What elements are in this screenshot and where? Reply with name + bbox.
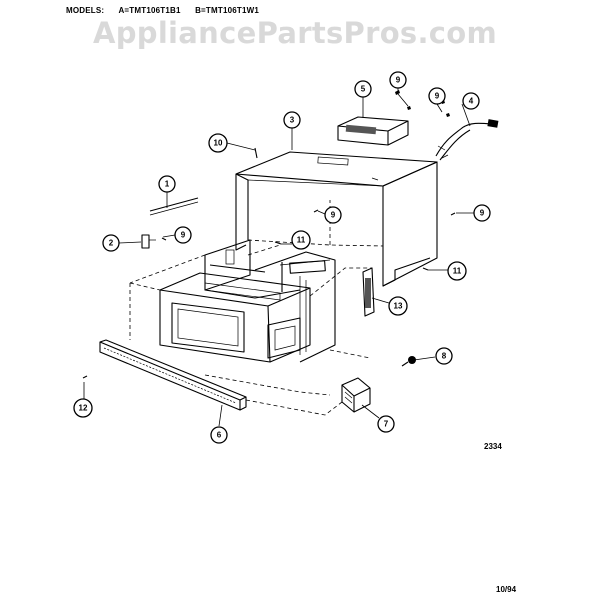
front-grille xyxy=(99,339,247,411)
svg-text:13: 13 xyxy=(394,302,403,311)
rod xyxy=(149,197,199,216)
callout-13: 13 xyxy=(388,296,408,316)
svg-text:10: 10 xyxy=(214,139,223,148)
svg-text:9: 9 xyxy=(396,76,401,85)
svg-text:3: 3 xyxy=(290,116,295,125)
svg-text:2: 2 xyxy=(109,239,114,248)
callout-5: 5 xyxy=(354,80,372,98)
svg-text:11: 11 xyxy=(453,267,462,276)
models-label: MODELS: xyxy=(66,6,105,15)
watermark: AppliancePartsPros.com xyxy=(92,16,498,50)
svg-text:6: 6 xyxy=(217,431,222,440)
callout-9-side: 9 xyxy=(324,206,342,224)
oven-cavity xyxy=(204,239,336,363)
callout-4: 4 xyxy=(462,92,480,110)
date-code: 10/94 xyxy=(496,585,517,594)
callout-1: 1 xyxy=(158,175,176,193)
svg-text:9: 9 xyxy=(480,209,485,218)
callout-9-hinge: 9 xyxy=(174,226,192,244)
svg-text:4: 4 xyxy=(469,97,474,106)
callout-9-cord: 9 xyxy=(428,87,446,105)
latch-plate xyxy=(362,267,375,317)
callout-6: 6 xyxy=(210,426,228,444)
fan-motor xyxy=(341,377,371,413)
leader-lines xyxy=(83,88,474,427)
svg-text:8: 8 xyxy=(442,352,447,361)
models-header: MODELS: A=TMT106T1B1 B=TMT106T1W1 xyxy=(66,6,271,15)
model-a: A=TMT106T1B1 xyxy=(118,6,181,15)
assembly-guides xyxy=(129,244,372,416)
callout-12: 12 xyxy=(73,398,93,418)
front-frame xyxy=(159,264,311,363)
svg-text:9: 9 xyxy=(331,211,336,220)
callout-9-right: 9 xyxy=(473,204,491,222)
screw xyxy=(401,356,416,367)
control-unit xyxy=(337,116,409,146)
callout-8: 8 xyxy=(435,347,453,365)
callout-2: 2 xyxy=(102,234,120,252)
hinge-clip xyxy=(141,234,156,249)
callout-7: 7 xyxy=(377,415,395,433)
svg-text:11: 11 xyxy=(297,236,306,245)
svg-text:9: 9 xyxy=(435,92,440,101)
svg-text:1: 1 xyxy=(165,180,170,189)
callout-11-outer: 11 xyxy=(447,261,467,281)
callout-9-top: 9 xyxy=(389,71,407,89)
svg-text:9: 9 xyxy=(181,231,186,240)
callout-10: 10 xyxy=(208,133,228,153)
svg-text:12: 12 xyxy=(79,404,88,413)
power-cord xyxy=(435,119,499,161)
model-b: B=TMT106T1W1 xyxy=(195,6,260,15)
callout-3: 3 xyxy=(283,111,301,129)
svg-text:7: 7 xyxy=(384,420,389,429)
svg-text:5: 5 xyxy=(361,85,366,94)
diagram-code: 2334 xyxy=(484,442,502,451)
callout-11-inner: 11 xyxy=(291,230,311,250)
